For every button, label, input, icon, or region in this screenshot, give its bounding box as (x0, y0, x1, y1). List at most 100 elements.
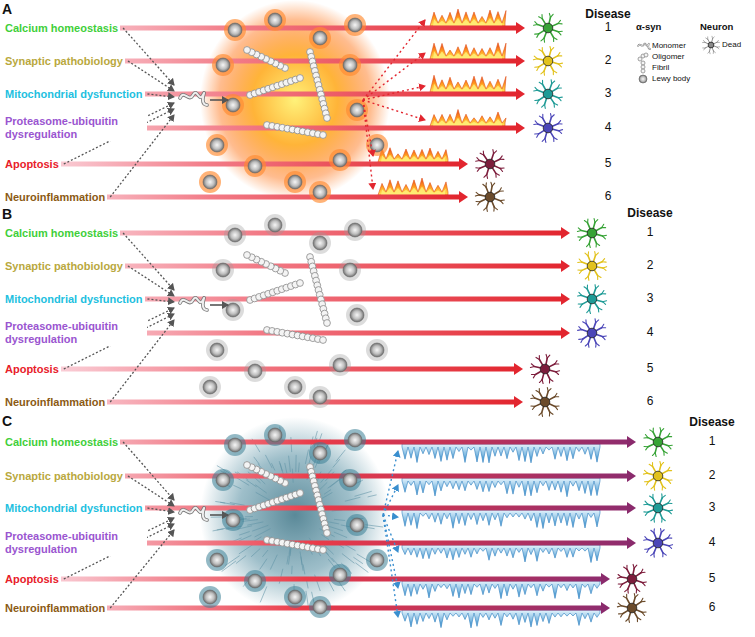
hair-strand (211, 516, 224, 517)
legend-label: Monomer (652, 41, 686, 50)
dendrite-branch (662, 553, 663, 557)
lewy-halo (309, 442, 331, 464)
lewy-halo (222, 94, 244, 116)
lewy-halo (199, 376, 221, 398)
dendrite-branch (500, 168, 502, 171)
lewy-body (203, 380, 217, 394)
disease-number: 4 (709, 536, 716, 550)
fibril-bead (297, 490, 304, 497)
neuron-icon (578, 252, 607, 281)
column-heading: Disease (585, 8, 630, 22)
dendrite-branch (542, 80, 543, 84)
dendrite-branch (668, 470, 672, 471)
lewy-halo (222, 509, 244, 531)
dendrite-branch (602, 227, 606, 228)
dendrite-branch (578, 236, 582, 237)
fibril-bead (324, 115, 331, 122)
hair-strand (334, 519, 345, 520)
hair-strand (247, 522, 263, 525)
dotted-arrow (363, 100, 373, 189)
dendrite-branch (618, 574, 621, 577)
dendrite-branch (713, 51, 714, 53)
mechanism-label: Synaptic pathobiology (3, 260, 125, 273)
fibril-bead (644, 53, 648, 57)
column-heading: Disease (627, 207, 672, 221)
lewy-halo (284, 376, 306, 398)
flame (430, 75, 506, 92)
dendrite-branch (645, 548, 649, 549)
lewy-body (348, 433, 362, 447)
dendrite-branch (619, 613, 623, 614)
dendrite-branch (500, 159, 504, 160)
dendrite-branch (558, 55, 562, 56)
dotted-arrow (123, 28, 174, 85)
neuron-body (627, 574, 637, 584)
flame-core (381, 155, 446, 162)
dendrite-branch (668, 446, 671, 449)
hair-strand (270, 555, 277, 570)
fibril-bead (297, 75, 304, 82)
dotted-arrow (383, 515, 398, 552)
mechanism-label: Neuroinflammation (3, 396, 107, 409)
dendrite-branch (535, 133, 539, 134)
dendrite-branch (542, 114, 543, 118)
disease-number: 3 (647, 292, 654, 306)
dendrite-branch (587, 285, 588, 289)
fibril-bead (324, 320, 331, 327)
disease-number: 2 (605, 54, 612, 68)
dendrite-branch (554, 103, 555, 107)
neuron-icon (534, 114, 563, 143)
dendrite-branch (493, 207, 494, 211)
disease-number: 5 (647, 362, 654, 376)
lewy-body (333, 358, 347, 372)
hair-strand (355, 491, 372, 496)
dendrite-branch (534, 56, 537, 59)
lewy-body (288, 175, 302, 189)
arrowhead (459, 191, 468, 203)
dendrite-branch (645, 434, 647, 437)
fibril-bead (641, 65, 645, 69)
lewy-halo (284, 586, 306, 608)
lewy-body (348, 18, 362, 32)
lewy-halo (346, 514, 368, 536)
hair-strand (259, 478, 266, 484)
mechanism-label: Apoptosis (3, 573, 61, 586)
mechanism-label: Calcium homeostasis (3, 227, 120, 240)
mechanism-label: Neuroinflammation (3, 602, 107, 615)
dendrite-branch (550, 14, 553, 17)
lewy-halo (264, 9, 286, 31)
hair-strand (239, 532, 249, 536)
mechanism-label: Neuroinflammation (3, 191, 107, 204)
dendrite-branch (535, 33, 539, 34)
dendrite-branch (549, 412, 550, 416)
dendrite-branch (484, 207, 487, 210)
dendrite-branch (578, 269, 582, 270)
arrowhead (516, 55, 525, 67)
hair-strand (255, 485, 267, 493)
monomer (638, 44, 650, 50)
dendrite-branch (532, 395, 535, 398)
dendrite-branch (551, 48, 554, 51)
disease-number: 3 (709, 501, 716, 515)
dendrite-branch (644, 511, 648, 513)
dendrite-branch (651, 486, 654, 489)
dotted-arrow (383, 485, 398, 515)
legend-heading: Neuron (700, 22, 733, 33)
neuron-body (543, 123, 553, 133)
neuron-layer (475, 13, 672, 622)
neuron-body (540, 397, 550, 407)
neuron-body (543, 56, 553, 66)
dendrite-branch (579, 338, 583, 339)
lewy-body (313, 236, 327, 250)
flame (430, 43, 506, 59)
lewy-body (343, 473, 357, 487)
neuron-body (587, 328, 597, 338)
dendrite-branch (595, 253, 598, 256)
dendrite-branch (596, 320, 599, 323)
dendrite-branch (476, 201, 480, 202)
dendrite-branch (626, 594, 627, 598)
lewy-halo (222, 299, 244, 321)
dendrite-branch (663, 451, 664, 455)
mechanism-label: Proteasome-ubiquitin dysregulation (3, 530, 147, 555)
dendrite-branch (598, 308, 600, 312)
